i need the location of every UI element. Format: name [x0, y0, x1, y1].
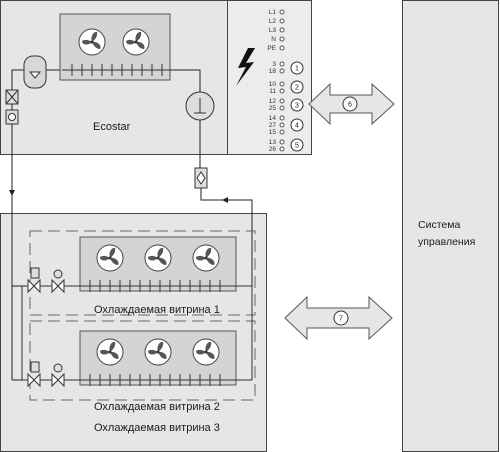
- terminal-label: 10: [269, 81, 277, 88]
- arrow-number: 6: [348, 102, 352, 109]
- double-arrow-7: 7: [284, 295, 393, 341]
- terminal-group-number: 2: [295, 85, 299, 92]
- terminal-label: 14: [269, 115, 277, 122]
- terminal-label: 13: [269, 139, 277, 146]
- ecostar-label: Ecostar: [93, 121, 131, 133]
- display-case-1: [22, 230, 256, 316]
- case-3-label: Охлаждаемая витрина 3: [94, 422, 220, 434]
- terminal-label: PE: [267, 45, 276, 52]
- terminal-label: L3: [269, 27, 277, 34]
- case-2-label: Охлаждаемая витрина 2: [94, 401, 220, 413]
- arrow-number: 7: [339, 316, 343, 323]
- lightning-icon: [236, 48, 255, 86]
- terminal-label: 3: [272, 61, 276, 68]
- display-case-2: [22, 320, 256, 401]
- terminal-label: 25: [269, 105, 277, 112]
- terminal-group-number: 3: [295, 103, 299, 110]
- terminal-group-number: 1: [295, 66, 299, 73]
- terminal-label: 18: [269, 68, 277, 75]
- control-system-box: [402, 0, 499, 452]
- terminal-label: L2: [269, 18, 277, 25]
- signal-terminals: 3 18 1 10 11 2 12 25 3 14 27 15 4 13 26 …: [269, 61, 304, 153]
- double-arrow-6: 6: [308, 82, 395, 126]
- case-1-label: Охлаждаемая витрина 1: [94, 304, 220, 316]
- terminal-group-number: 4: [295, 123, 299, 130]
- terminal-label: L1: [269, 9, 277, 16]
- terminal-label: 11: [269, 88, 276, 95]
- terminal-label: N: [271, 36, 276, 43]
- suction-line: [194, 167, 253, 287]
- control-system-label-line2: управления: [418, 236, 475, 248]
- terminal-label: 15: [269, 129, 277, 136]
- compressor: [185, 91, 215, 121]
- control-system-label-line1: Система: [418, 219, 460, 231]
- terminal-label: 26: [269, 146, 277, 153]
- power-terminals: L1 L2 L3 N PE: [267, 9, 285, 52]
- terminal-label: 12: [269, 98, 277, 105]
- terminal-label: 27: [269, 122, 277, 129]
- terminal-group-number: 5: [295, 143, 299, 150]
